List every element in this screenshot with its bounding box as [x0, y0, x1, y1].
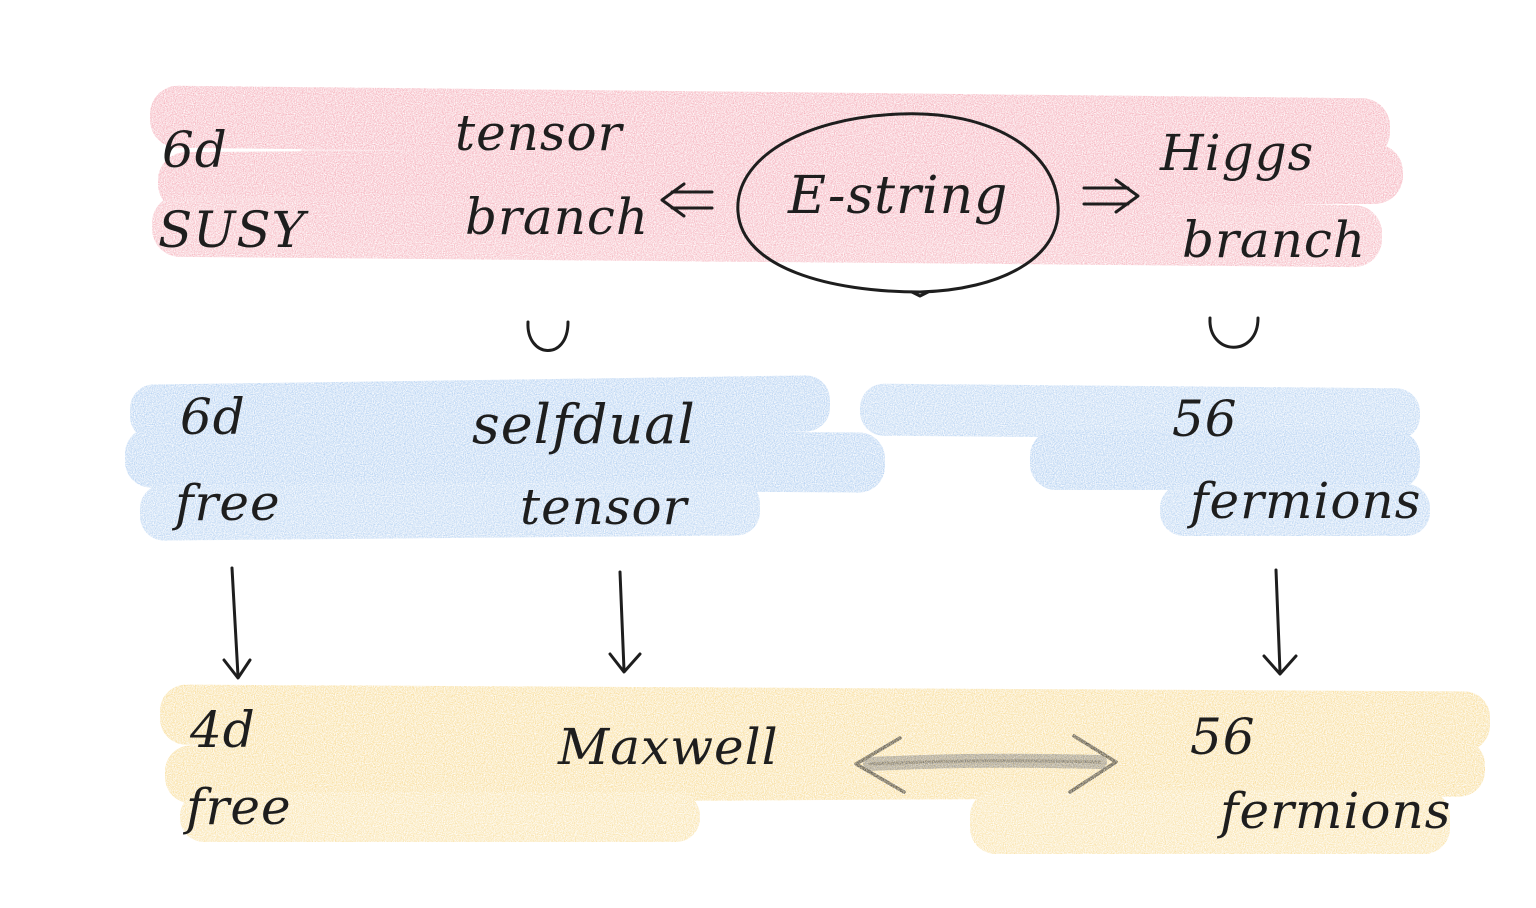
bottom-fermions-label: fermions [1220, 782, 1452, 840]
subset-u-icon [1208, 316, 1260, 349]
middle-left-label-line1: 6d [180, 388, 246, 446]
bottom-band-stroke [180, 792, 700, 842]
middle-band-stroke [859, 383, 1421, 441]
maxwell-label: Maxwell [558, 718, 779, 776]
middle-fermions-label: fermions [1190, 472, 1422, 530]
top-left-label-line1: 6d [162, 121, 228, 179]
bottom-band [159, 684, 1491, 854]
middle-band-stroke [129, 375, 831, 441]
down-arrow-icon [222, 566, 252, 680]
bottom-left-label-line2: free [186, 778, 292, 836]
down-arrow-icon [608, 570, 642, 674]
bottom-left-label-line1: 4d [190, 701, 256, 759]
middle-band-stroke [124, 427, 886, 493]
middle-band [124, 375, 1430, 541]
top-band [150, 85, 1403, 268]
top-band-stroke [300, 120, 1200, 240]
bottom-fermions-count: 56 [1190, 708, 1256, 766]
selfdual-tensor-label-line2: tensor [520, 478, 688, 536]
tensor-branch-label-line2: branch [465, 188, 650, 246]
middle-band-stroke [139, 479, 761, 541]
double-headed-arrow-icon [854, 734, 1118, 794]
higgs-branch-label-line1: Higgs [1160, 124, 1315, 182]
middle-fermions-count: 56 [1172, 390, 1238, 448]
e-string-label: E-string [788, 166, 1009, 226]
subset-u-icon [526, 320, 570, 352]
double-arrow-right-icon [1082, 178, 1140, 214]
top-left-label-line2: SUSY [158, 201, 306, 259]
selfdual-tensor-label-line1: selfdual [472, 393, 696, 456]
middle-band-stroke [1030, 430, 1420, 490]
middle-band-stroke [1160, 484, 1430, 536]
bottom-band-stroke [970, 790, 1450, 854]
bottom-band-stroke [159, 684, 1491, 752]
middle-left-label-line2: free [175, 474, 281, 532]
down-arrow-icon [1262, 568, 1298, 676]
higgs-branch-label-line2: branch [1182, 211, 1367, 269]
bottom-band-stroke [164, 738, 1486, 804]
e-string-ellipse-tail [910, 290, 930, 298]
e-string-ellipse [736, 112, 1060, 294]
tensor-branch-label-line1: tensor [455, 104, 623, 162]
double-arrow-left-icon [660, 182, 714, 218]
